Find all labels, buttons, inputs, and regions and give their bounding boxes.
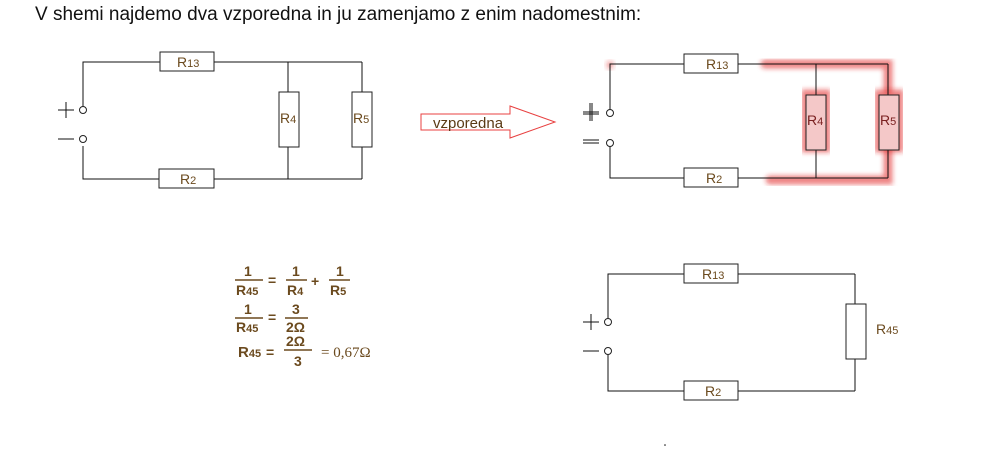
resistor-r2: [683, 167, 739, 188]
parallel-arrow: vzporedna: [420, 105, 557, 139]
resistor-r4: [278, 91, 300, 148]
equation-line-2: 1 R45 = 3 2Ω: [235, 301, 308, 335]
svg-text:1: 1: [244, 263, 252, 279]
terminal-plus-node: [606, 109, 614, 117]
terminal-minus-node: [79, 135, 87, 143]
arrow-right-icon: [420, 105, 557, 139]
svg-text:=: =: [266, 344, 274, 360]
terminal-minus-node: [606, 139, 614, 147]
svg-text:3: 3: [292, 301, 300, 317]
terminal-plus-node: [604, 318, 612, 326]
circuit-highlighted: R13 R2 R4 R5: [583, 53, 904, 188]
resistor-r2: [683, 380, 739, 401]
svg-text:R2: R2: [705, 383, 721, 399]
resistor-r45: [845, 303, 867, 360]
svg-text:+: +: [311, 273, 319, 289]
svg-text:R5: R5: [330, 282, 346, 298]
svg-text:R5: R5: [880, 112, 896, 128]
svg-text:R45: R45: [876, 321, 898, 337]
equation-line-3: R45 = 2Ω 3 = 0,67Ω: [238, 333, 371, 369]
svg-text:R45: R45: [236, 282, 258, 298]
svg-text:R13: R13: [177, 54, 199, 70]
resistor-r5: [351, 91, 373, 148]
svg-text:1: 1: [336, 263, 344, 279]
resistor-r4: [805, 94, 827, 151]
svg-text:=: =: [268, 309, 276, 325]
svg-text:R4: R4: [280, 110, 296, 126]
stray-dot: [664, 444, 666, 446]
svg-text:R2: R2: [706, 170, 722, 186]
svg-text:3: 3: [294, 353, 302, 369]
svg-text:R45: R45: [238, 344, 261, 361]
svg-text:R13: R13: [702, 266, 724, 282]
svg-text:R4: R4: [807, 112, 823, 128]
svg-text:R13: R13: [706, 56, 728, 72]
svg-text:=: =: [268, 272, 276, 288]
equation-line-1: 1 R45 = 1 R4 + 1 R5: [235, 263, 350, 298]
circuit-original: R13 R2 R4 R5: [58, 51, 373, 189]
svg-text:R4: R4: [287, 282, 304, 298]
svg-text:R2: R2: [180, 171, 196, 187]
plus-sign-icon: [583, 103, 599, 121]
resistor-r13: [683, 53, 739, 74]
circuit-result: R13 R2 R45: [583, 263, 898, 401]
resistor-r2: [158, 168, 215, 189]
resistor-r13: [683, 263, 739, 284]
svg-text:2Ω: 2Ω: [286, 333, 305, 349]
terminal-plus-node: [79, 106, 87, 114]
resistor-r5: [878, 94, 900, 151]
result-value: = 0,67Ω: [321, 345, 371, 361]
page-heading: V shemi najdemo dva vzporedna in ju zame…: [35, 4, 642, 25]
svg-text:R45: R45: [236, 319, 258, 335]
svg-text:2Ω: 2Ω: [286, 319, 305, 335]
equations: 1 R45 = 1 R4 + 1 R5 1 R45 = 3 2Ω R45 = 2…: [235, 263, 371, 369]
minus-sign-icon: [583, 139, 599, 144]
arrow-label: vzporedna: [433, 115, 504, 132]
plus-sign-icon: [583, 314, 599, 330]
svg-text:1: 1: [292, 263, 300, 279]
svg-text:R5: R5: [353, 110, 369, 126]
terminal-minus-node: [604, 347, 612, 355]
resistor-r13: [159, 51, 215, 72]
svg-text:1: 1: [244, 301, 252, 317]
